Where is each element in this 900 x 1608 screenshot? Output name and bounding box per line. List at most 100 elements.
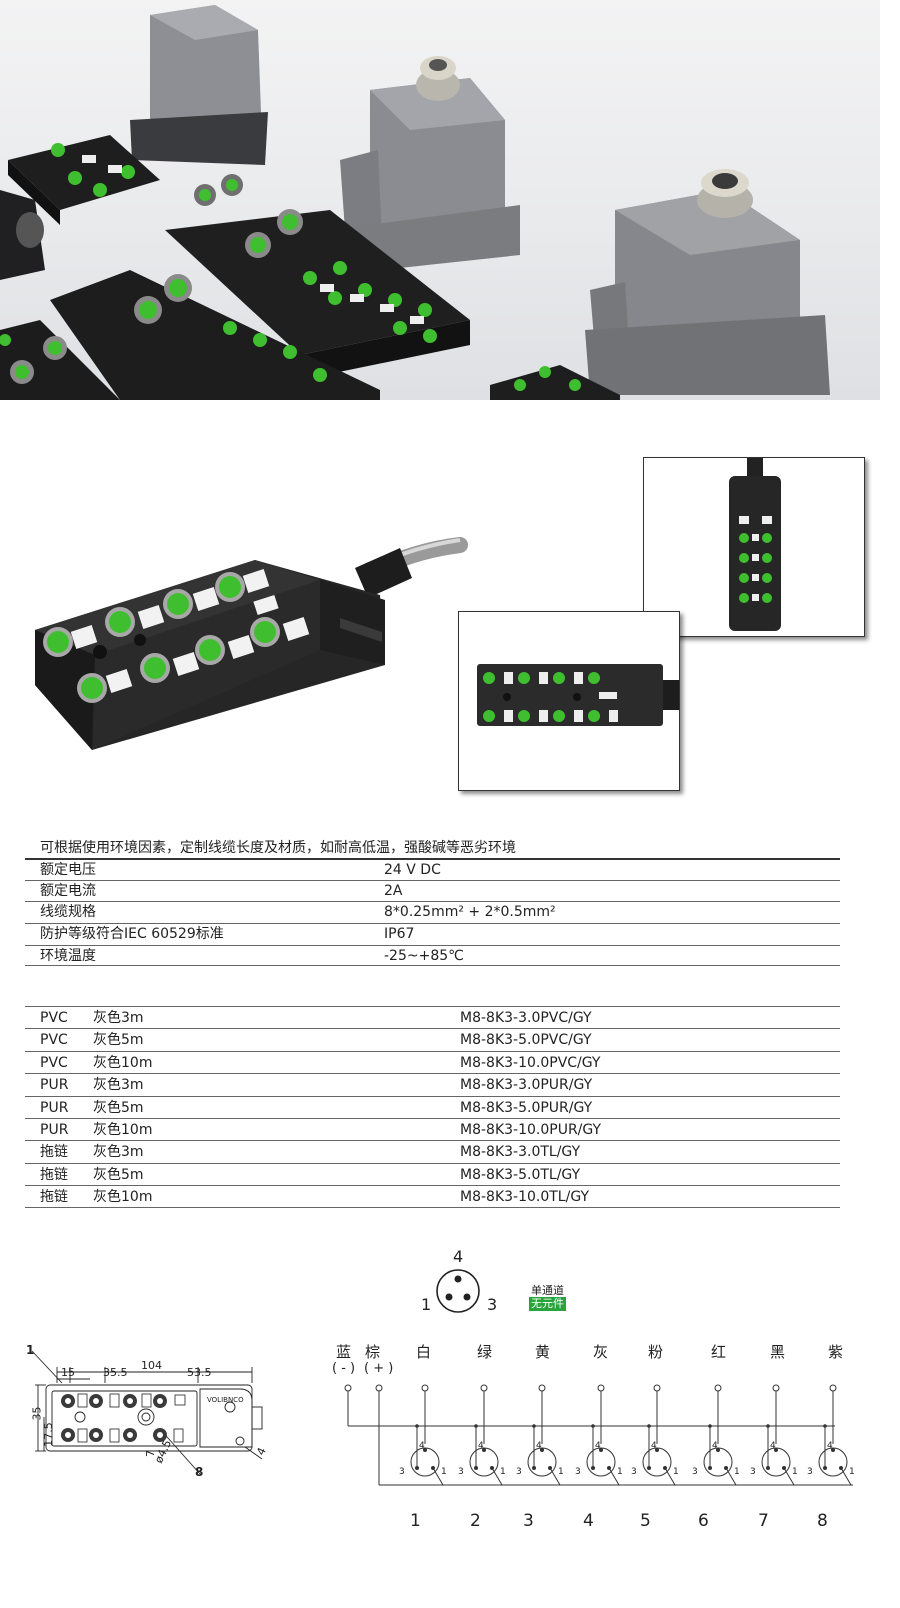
spec-key: 环境温度 <box>40 947 96 964</box>
connector-pin-label: 1 <box>500 1467 506 1477</box>
model-code: M8-8K3-10.0TL/GY <box>460 1189 590 1206</box>
connector-wire <box>491 1467 503 1486</box>
channel-type-label: 单通道 <box>531 1284 564 1297</box>
model-spec: 灰色5m <box>93 1099 144 1116</box>
connector-pin-label: 4 <box>712 1441 718 1451</box>
wire-label-pink: 粉 <box>648 1343 664 1361</box>
spec-value: -25~+85℃ <box>384 947 464 964</box>
model-row: PUR 灰色3m M8-8K3-3.0PUR/GY <box>25 1073 840 1095</box>
dim-104: 104 <box>141 1359 162 1372</box>
m8-connector-symbol: 4 3 1 <box>750 1424 798 1486</box>
connector-pin-label: 4 <box>536 1441 542 1451</box>
connector-pin-label: 3 <box>399 1467 405 1477</box>
connector-ports <box>43 572 280 703</box>
model-spec: 灰色3m <box>93 1010 144 1026</box>
junction-dot <box>532 1424 536 1428</box>
wire-label-blue: 蓝 <box>336 1343 352 1361</box>
callout-8: 8 <box>195 1465 204 1479</box>
model-material: PUR <box>40 1099 69 1116</box>
dim-17-5: 17.5 <box>41 1422 55 1447</box>
dimension-drawing <box>31 1350 263 1475</box>
pinout-pin-right: 3 <box>487 1295 498 1314</box>
distribution-box-long <box>165 174 470 380</box>
distribution-box-small <box>8 135 160 225</box>
connector-wire <box>664 1467 676 1486</box>
channel-number: 8 <box>817 1511 828 1531</box>
model-material: 拖链 <box>40 1166 68 1183</box>
model-material: PVC <box>40 1032 68 1049</box>
junction-dot <box>415 1424 419 1428</box>
connector-pin-label: 1 <box>734 1467 740 1477</box>
polarity-positive: ( + ) <box>364 1361 394 1376</box>
junction-dot <box>591 1424 595 1428</box>
spec-value: 8*0.25mm² + 2*0.5mm² <box>384 904 556 921</box>
polarity-negative: ( - ) <box>332 1361 356 1376</box>
connector-pin-label: 3 <box>516 1467 522 1477</box>
connector-pin-label: 4 <box>770 1441 776 1451</box>
spec-row: 额定电流 2A <box>25 879 840 902</box>
spec-key: 额定电流 <box>40 882 96 899</box>
spec-row: 线缆规格 8*0.25mm² + 2*0.5mm² <box>25 901 840 923</box>
dim-35-5: 35.5 <box>103 1366 128 1379</box>
connector-pin-label: 4 <box>651 1441 657 1451</box>
model-spec: 灰色5m <box>93 1032 144 1049</box>
spec-key: 额定电压 <box>40 862 96 878</box>
connector-pin <box>599 1448 603 1452</box>
connector-pin <box>831 1448 835 1452</box>
callout-1: 1 <box>26 1343 35 1357</box>
spec-value: IP67 <box>384 926 415 943</box>
spec-value: 2A <box>384 882 403 899</box>
channel-number: 1 <box>410 1511 421 1531</box>
model-spec: 灰色10m <box>93 1121 153 1138</box>
pinout-pin-left: 1 <box>421 1295 432 1314</box>
distribution-box-3d <box>35 537 468 750</box>
housing-logo-text: VOLIBNCO <box>207 1396 244 1404</box>
model-material: PUR <box>40 1121 69 1138</box>
side-connector <box>0 190 45 280</box>
connector-pin-label: 1 <box>792 1467 798 1477</box>
model-row: 拖链 灰色10m M8-8K3-10.0TL/GY <box>25 1185 840 1208</box>
spec-value: 24 V DC <box>384 862 441 878</box>
model-code: M8-8K3-5.0PVC/GY <box>460 1032 592 1049</box>
junction-dot <box>647 1424 651 1428</box>
connector-pin-label: 3 <box>631 1467 637 1477</box>
wire-label-red: 红 <box>711 1343 727 1361</box>
model-row: 拖链 灰色5m M8-8K3-5.0TL/GY <box>25 1162 840 1185</box>
vertical-box-drawing <box>729 458 781 631</box>
model-row: PVC 灰色10m M8-8K3-10.0PVC/GY <box>25 1050 840 1073</box>
model-spec: 灰色3m <box>93 1144 144 1161</box>
wiring-diagram-section: 4 1 3 单通道 无元件 1 <box>0 1235 880 1608</box>
component-badge: 无元件 <box>529 1297 566 1311</box>
spec-key: 防护等级符合IEC 60529标准 <box>40 926 224 943</box>
connector-wire <box>608 1467 620 1486</box>
model-code: M8-8K3-10.0PUR/GY <box>460 1121 602 1138</box>
spec-row: 额定电压 24 V DC <box>25 858 840 880</box>
connector-pin <box>716 1448 720 1452</box>
model-table: PVC 灰色3m M8-8K3-3.0PVC/GY PVC 灰色5m M8-8K… <box>25 1006 840 1208</box>
model-code: M8-8K3-3.0PUR/GY <box>460 1077 593 1094</box>
connector-pin-label: 3 <box>750 1467 756 1477</box>
connector-wire <box>783 1467 795 1486</box>
model-material: PUR <box>40 1077 69 1094</box>
wire-label-purple: 紫 <box>828 1343 844 1361</box>
channel-number: 4 <box>583 1511 594 1531</box>
dim-53-5: 53.5 <box>187 1366 212 1379</box>
junction-dot <box>708 1424 712 1428</box>
model-spec: 灰色3m <box>93 1077 144 1094</box>
model-code: M8-8K3-3.0TL/GY <box>460 1144 581 1161</box>
wire-label-yellow: 黄 <box>535 1343 551 1361</box>
channel-number: 5 <box>640 1511 651 1531</box>
connector-pin <box>540 1448 544 1452</box>
connector-pin-label: 3 <box>692 1467 698 1477</box>
channel-number: 7 <box>758 1511 769 1531</box>
model-row: PUR 灰色10m M8-8K3-10.0PUR/GY <box>25 1117 840 1140</box>
distribution-box-right <box>490 365 620 400</box>
spec-key: 线缆规格 <box>40 904 96 921</box>
model-material: 拖链 <box>40 1144 68 1161</box>
distribution-box-front <box>50 270 380 400</box>
model-code: M8-8K3-5.0PUR/GY <box>460 1099 593 1116</box>
